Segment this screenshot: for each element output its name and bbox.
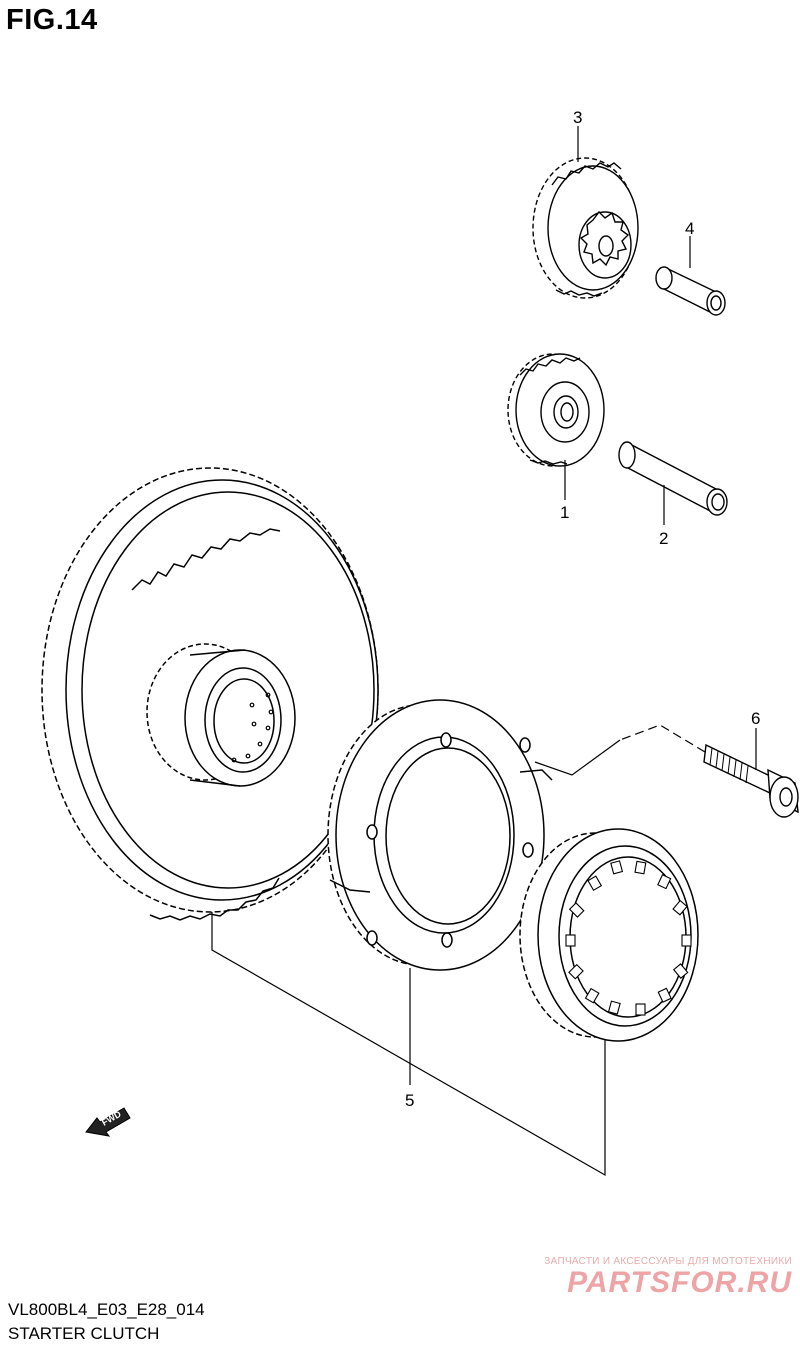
starter-clutch-body[interactable] <box>327 699 553 971</box>
callout-6: 6 <box>751 709 760 728</box>
part-2-gear-shaft[interactable] <box>618 441 728 516</box>
part-3-idler-gear[interactable] <box>532 157 639 299</box>
callout-3: 3 <box>573 108 582 127</box>
watermark-tagline: ЗАПЧАСТИ И АКСЕССУАРЫ ДЛЯ МОТОТЕХНИКИ <box>544 1256 792 1267</box>
callout-1: 1 <box>560 503 569 522</box>
model-code: VL800BL4_E03_E28_014 <box>8 1300 205 1319</box>
callout-5: 5 <box>405 1091 414 1110</box>
callout-4: 4 <box>685 219 694 238</box>
watermark: ЗАПЧАСТИ И АКСЕССУАРЫ ДЛЯ МОТОТЕХНИКИ PA… <box>544 1256 792 1299</box>
starter-driven-gear[interactable] <box>41 467 379 921</box>
watermark-brand: PARTSFOR.RU <box>567 1266 792 1299</box>
part-1-idler-gear[interactable] <box>507 353 605 467</box>
fwd-badge: FWD <box>85 1107 131 1137</box>
part-4-idler-shaft[interactable] <box>655 266 726 316</box>
fwd-arrow-icon <box>85 1107 131 1137</box>
part-6-bolt[interactable] <box>703 743 799 818</box>
one-way-clutch[interactable] <box>519 828 699 1042</box>
section-name: STARTER CLUTCH <box>8 1324 160 1343</box>
callout-2: 2 <box>659 529 668 548</box>
figure-title: FIG.14 <box>6 4 98 36</box>
leader-lines <box>211 126 757 1177</box>
